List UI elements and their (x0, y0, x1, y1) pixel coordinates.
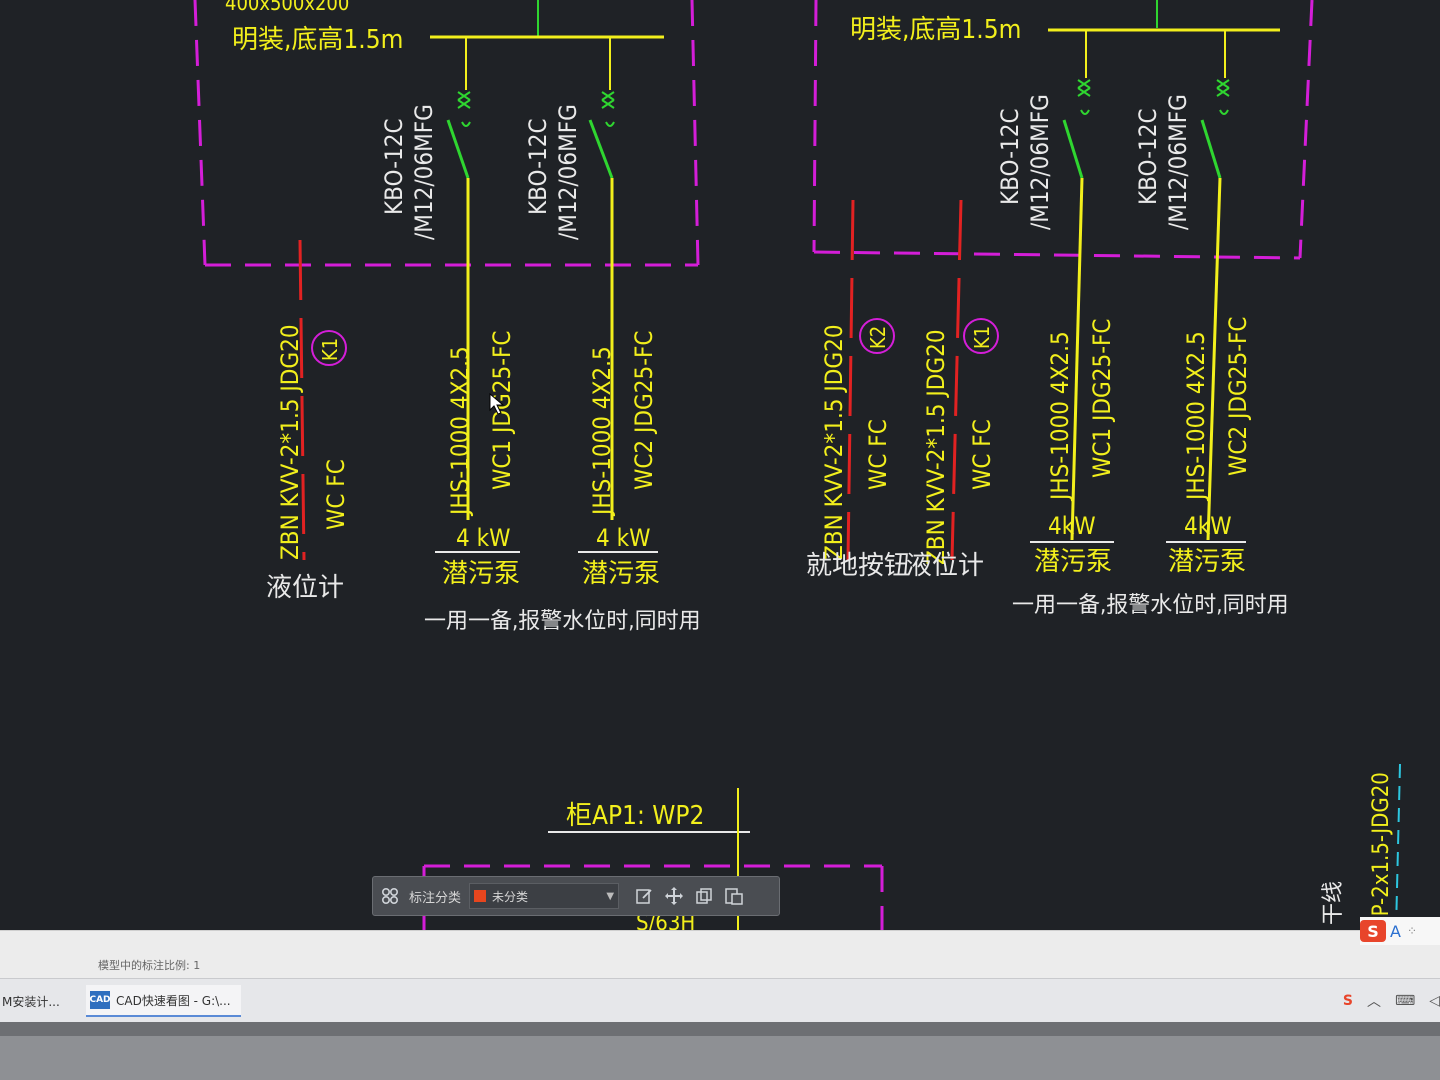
left-breaker-2-model: KBO-12C (524, 118, 552, 215)
left-pump2-cable: JHS-1000 4X2.5 (588, 346, 616, 517)
left-level-name: 液位计 (266, 573, 344, 603)
copy-icon[interactable] (689, 882, 719, 910)
right-box-outline (812, 0, 1314, 260)
status-bar: 模型中的标注比例: 1 S A ⁘ (0, 917, 1440, 978)
right-breaker-2-model: KBO-12C (1134, 108, 1162, 205)
right-breaker-1-spec: /M12/06MFG (1026, 94, 1054, 230)
sogou-ime-icon[interactable]: S (1360, 920, 1386, 942)
right-breaker-1-model: KBO-12C (996, 108, 1024, 205)
monitor-bezel (0, 1022, 1440, 1080)
right-pump1-cable: JHS-1000 4X2.5 (1046, 331, 1074, 502)
right-breaker-2-spec: /M12/06MFG (1164, 94, 1192, 230)
tray-expand-icon[interactable]: ︿ (1367, 994, 1381, 1010)
right-button-line (846, 199, 855, 561)
ime-more-icon[interactable]: ⁘ (1406, 924, 1418, 938)
right-level-tag-circle (963, 318, 999, 354)
right-pump2-name: 潜污泵 (1168, 547, 1246, 577)
left-pump2-power: 4 kW (596, 524, 650, 552)
taskbar-item-cad-viewer[interactable]: CAD CAD快速看图 - G:\... (86, 985, 241, 1017)
annotation-toolbar: 标注分类 未分类 ▼ (372, 876, 780, 916)
left-level-line (298, 239, 306, 561)
left-breaker-1-model: KBO-12C (380, 118, 408, 215)
left-level-tag: K1 (318, 338, 342, 361)
left-pump1-power: 4 kW (456, 524, 510, 552)
right-edge-cable: BP-2x1.5-JDG20 (1369, 772, 1394, 930)
right-breaker-1-symbol (1062, 30, 1091, 541)
left-box-mount: 明装,底高1.5m (232, 25, 403, 55)
right-button-tag-circle (859, 318, 895, 354)
chevron-down-icon: ▼ (606, 890, 615, 902)
ime-mode-indicator[interactable]: A (1390, 921, 1401, 941)
left-pump1-name: 潜污泵 (442, 559, 520, 589)
taskbar-item-label: CAD快速看图 - G:\... (116, 993, 231, 1008)
left-breaker-2-spec: /M12/06MFG (554, 104, 582, 240)
volume-icon[interactable]: ◁ (1429, 993, 1440, 1009)
right-button-tag: K2 (866, 326, 890, 349)
move-icon[interactable] (659, 882, 689, 910)
left-breaker-2-symbol (588, 37, 615, 520)
right-edge-label: 干线 (1321, 881, 1346, 925)
annotation-category-label: 标注分类 (409, 890, 462, 906)
right-pump2-cable: JHS-1000 4X2.5 (1182, 331, 1210, 502)
left-pump2-name: 潜污泵 (582, 559, 660, 589)
right-level-install: WC FC (968, 419, 996, 490)
right-note: 一用一备,报警水位时,同时用 (1012, 593, 1289, 618)
left-box-outline (193, 0, 700, 267)
bottom-panel-title: 柜AP1: WP2 (566, 801, 704, 831)
annotation-category-select[interactable]: 未分类 ▼ (469, 883, 620, 909)
right-level-name: 液位计 (906, 551, 984, 581)
mouse-cursor-icon (489, 392, 505, 415)
left-pump2-route: WC2 JDG25-FC (630, 330, 658, 490)
right-button-install: WC FC (864, 419, 892, 490)
network-icon[interactable]: ⌨ (1395, 993, 1416, 1009)
cad-drawing[interactable]: 400x500x200 明装,底高1.5m KBO-12C /M12/06MFG… (0, 0, 1440, 930)
category-value: 未分类 (492, 889, 529, 904)
right-level-line (950, 199, 963, 561)
left-level-cable: ZBN KVV-2*1.5 JDG20 (276, 324, 304, 560)
right-pump1-name: 潜污泵 (1034, 547, 1112, 577)
right-edge-line (1395, 763, 1401, 930)
right-box-mount: 明装,底高1.5m (850, 15, 1021, 45)
right-breaker-2-symbol (1200, 30, 1230, 541)
taskbar-item-label: M安装计... (2, 994, 60, 1009)
sogou-tray-icon[interactable]: S (1342, 993, 1353, 1009)
left-level-install: WC FC (322, 459, 350, 530)
right-button-name: 就地按钮 (806, 551, 910, 581)
edit-icon[interactable] (629, 882, 659, 910)
taskbar: M安装计... CAD CAD快速看图 - G:\... S ︿ ⌨ ◁ (0, 978, 1440, 1022)
left-level-tag-circle (311, 330, 347, 366)
right-level-cable: ZBN KVV-2*1.5 JDG20 (922, 329, 950, 565)
grid-icon[interactable] (379, 885, 401, 907)
paste-icon[interactable] (719, 882, 749, 910)
right-pump2-power: 4kW (1184, 512, 1232, 540)
category-color-swatch (474, 890, 487, 902)
right-button-cable: ZBN KVV-2*1.5 JDG20 (820, 324, 848, 560)
right-pump1-route: WC1 JDG25-FC (1088, 318, 1116, 478)
right-pump1-power: 4kW (1048, 512, 1096, 540)
left-pump1-cable: JHS-1000 4X2.5 (446, 346, 474, 517)
left-breaker-1-spec: /M12/06MFG (410, 104, 438, 240)
cad-app-icon: CAD (89, 991, 111, 1009)
left-note: 一用一备,报警水位时,同时用 (424, 609, 701, 634)
left-pump1-route: WC1 JDG25-FC (488, 330, 516, 490)
right-level-tag: K1 (970, 326, 994, 349)
left-box-size: 400x500x200 (225, 0, 349, 15)
system-tray: S ︿ ⌨ ◁ (1329, 985, 1440, 1017)
left-breaker-1-symbol (446, 37, 471, 520)
drawing-canvas[interactable]: 400x500x200 明装,底高1.5m KBO-12C /M12/06MFG… (0, 0, 1440, 930)
annotation-scale-text: 模型中的标注比例: 1 (98, 959, 201, 972)
right-pump2-route: WC2 JDG25-FC (1224, 316, 1252, 476)
ime-floating-bar[interactable]: S A ⁘ (1360, 917, 1440, 945)
taskbar-item-install-calc[interactable]: M安装计... (0, 985, 82, 1017)
